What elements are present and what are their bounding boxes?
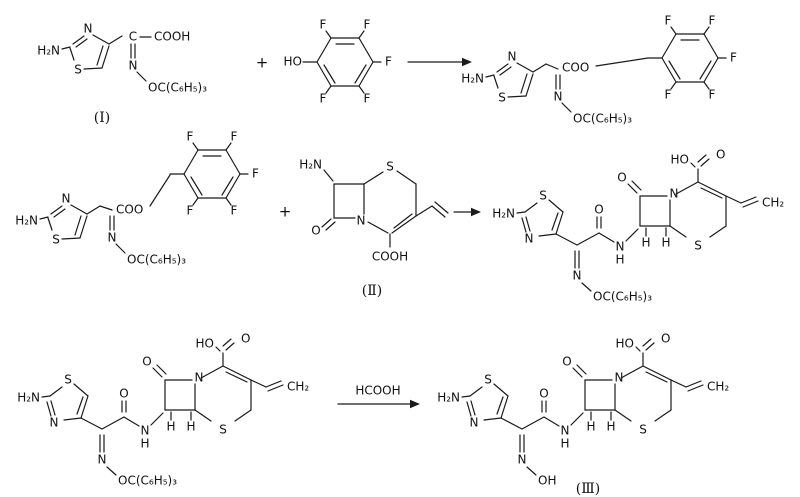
reaction-arrow-2: [453, 207, 481, 217]
compound-i-caption: (Ⅰ): [94, 110, 110, 126]
carboxyl-label: COOH: [154, 30, 190, 44]
ring-nitrogen-label: N: [357, 214, 366, 228]
reaction-arrow-3: [337, 399, 420, 409]
reaction-arrow-1: [407, 57, 472, 67]
compound-iii-caption: (Ⅲ): [576, 481, 600, 497]
trityloxy-label: OC(C₆H₅)₃: [118, 474, 177, 488]
plus-sign: +: [279, 203, 292, 221]
ester-label: COO: [116, 203, 143, 217]
trityloxy-label: OC(C₆H₅)₃: [593, 290, 652, 304]
step-1: C COOH N OC(C₆H₅)₃ (Ⅰ) + HO COO N OC(C₆H…: [36, 12, 738, 126]
ester-label: COO: [562, 61, 589, 75]
hydroxyl-label: OH: [538, 474, 556, 488]
compound-ii-caption: (Ⅱ): [362, 283, 382, 299]
formic-acid-label: HCOOH: [355, 384, 400, 398]
carbon-label: C: [129, 30, 137, 44]
amino-label: H₂N: [299, 158, 322, 172]
plus-sign: +: [256, 54, 269, 72]
oxime-nitrogen-label: N: [554, 90, 563, 104]
trityloxy-label: OC(C₆H₅)₃: [127, 253, 186, 267]
trityloxy-label: OC(C₆H₅)₃: [573, 112, 632, 126]
oxime-nitrogen-label: N: [129, 59, 138, 73]
carboxyl-label: COOH: [372, 250, 408, 264]
lactam-oxygen-label: O: [311, 224, 320, 238]
compound-ii-structure: H₂N O N S COOH (Ⅱ): [299, 158, 449, 299]
oxime-nitrogen-label: N: [108, 231, 117, 245]
ring-sulfur-label: S: [386, 160, 394, 174]
step-3: OC(C₆H₅)₃ HCOOH OH (Ⅲ): [16, 330, 731, 497]
hydroxyl-label: HO: [284, 55, 302, 69]
trityloxy-label: OC(C₆H₅)₃: [148, 81, 207, 95]
step-2: COO N OC(C₆H₅)₃ + H₂N O N S: [14, 128, 786, 304]
